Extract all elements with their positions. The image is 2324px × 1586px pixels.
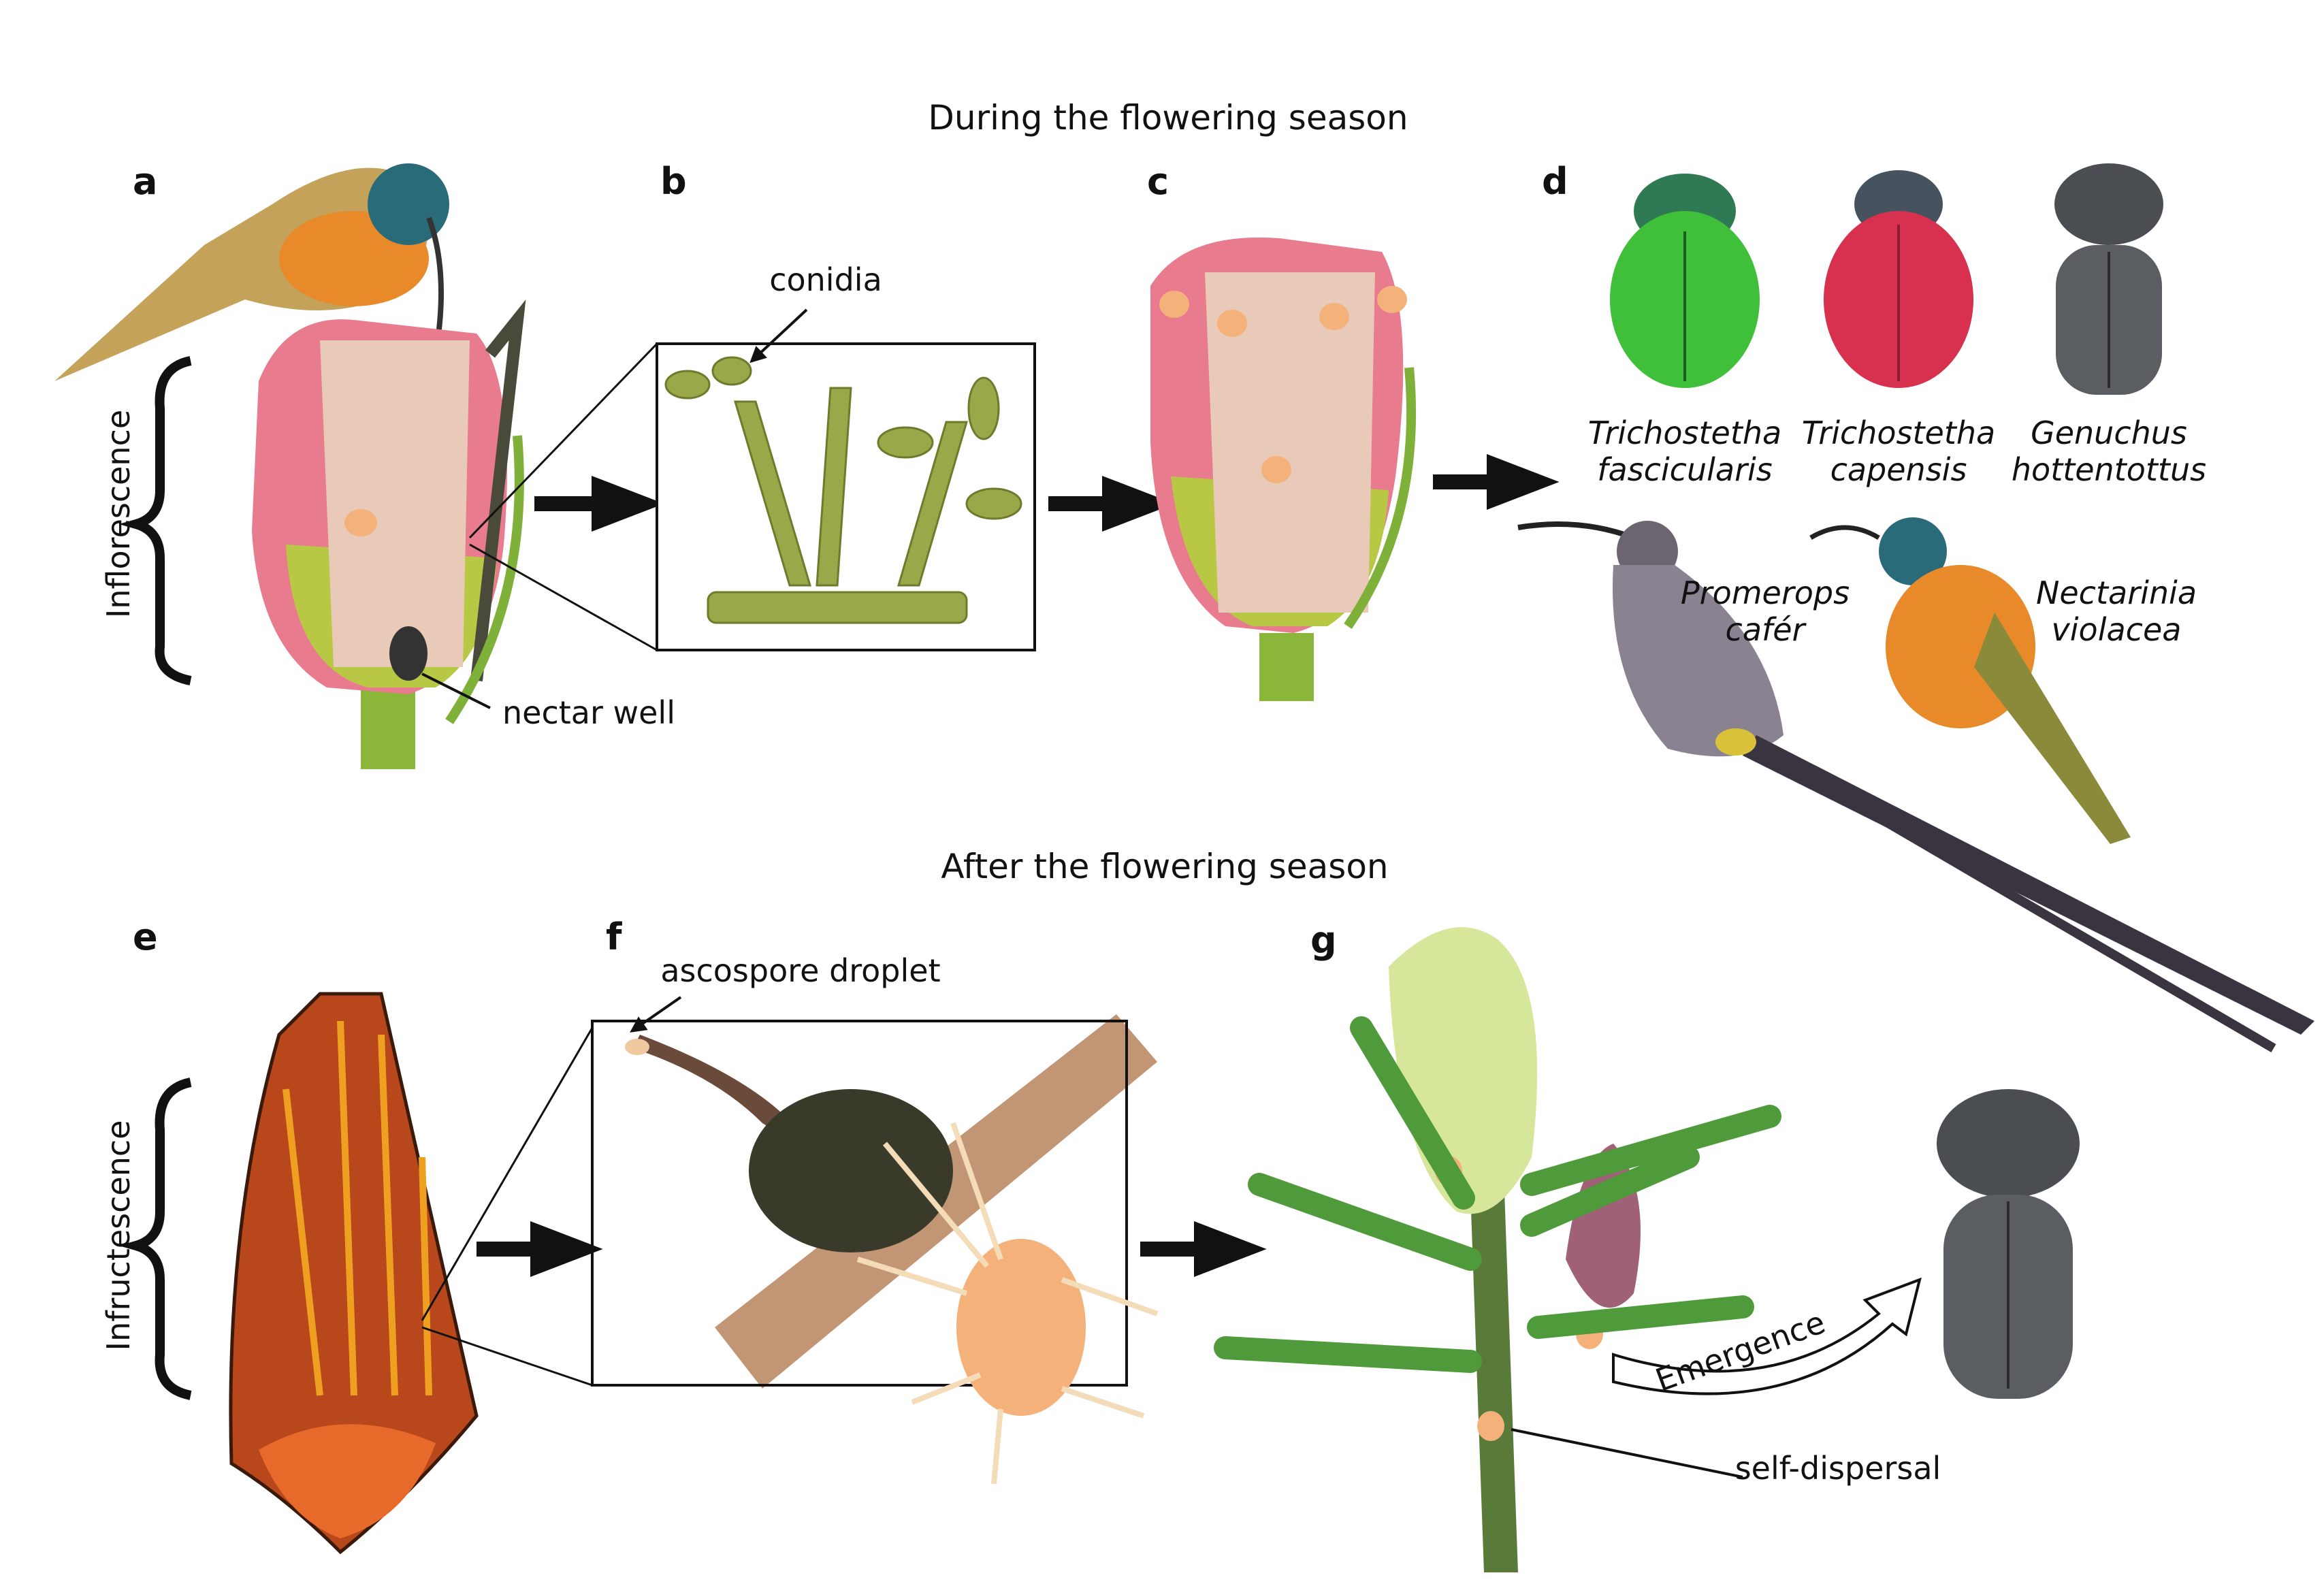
bracket-infructescence (118, 1078, 192, 1400)
arrow-a-b (534, 475, 664, 532)
self-dispersal-label: self-dispersal (1735, 1450, 1941, 1487)
panel-label-e: e (133, 916, 158, 958)
species-name-5-epithet: violacea (2052, 611, 2182, 648)
beetle-genuchus-emerged (1937, 1089, 2080, 1399)
species-name-4-epithet: cafér (1726, 611, 1807, 648)
species-name-1-genus: Trichostetha (1588, 415, 1782, 451)
species-name-2-epithet: capensis (1830, 451, 1967, 488)
panel-label-b: b (660, 160, 687, 203)
beetle-trichostetha-capensis (1824, 170, 1973, 388)
arrow-f-g (1140, 1220, 1267, 1278)
species-name-5-genus: Nectarinia (2036, 574, 2197, 611)
beetle-trichostetha-fascicularis (1610, 174, 1760, 388)
nectar-well-label: nectar well (502, 694, 675, 731)
emergence-arrow (1612, 1277, 1922, 1395)
nectar-well-shape (389, 626, 427, 681)
species-name-4-genus: Promerops (1681, 574, 1850, 611)
conidia-label: conidia (769, 261, 882, 298)
mite-icon (344, 509, 377, 536)
infructescence-illustration (229, 992, 479, 1555)
panel-label-a: a (133, 160, 157, 203)
beetle-genuchus-hottentottus (2054, 163, 2163, 395)
panel-label-d: d (1542, 160, 1568, 203)
ascospore-droplet-shape (625, 1039, 649, 1055)
bird-nectarinia-violacea (1809, 517, 2131, 844)
title-during-flowering: During the flowering season (928, 98, 1408, 137)
title-after-flowering: After the flowering season (941, 847, 1388, 886)
species-name-3-epithet: hottentottus (2012, 451, 2206, 488)
mite-illustration (956, 1239, 1086, 1416)
panel-label-f: f (606, 916, 622, 958)
species-name-2-genus: Trichostetha (1802, 415, 1996, 451)
arrow-e-f (477, 1220, 603, 1278)
ascospore-droplet-label: ascospore droplet (660, 952, 940, 989)
ascospore-inset-box (591, 1020, 1128, 1387)
inflorescence-label: Inflorescence (100, 410, 137, 618)
protea-flower-c (1150, 237, 1417, 701)
ascospore-inset (591, 1014, 1159, 1485)
arrow-b-c (1048, 475, 1175, 532)
panel-label-c: c (1147, 160, 1169, 203)
species-name-1-epithet: fascicularis (1597, 451, 1773, 488)
fungal-hyphae-illustration (664, 356, 1022, 624)
panel-label-g: g (1310, 919, 1337, 962)
bird-promerops-cafer (1517, 521, 2314, 1053)
infructescence-label: Infructescence (100, 1120, 137, 1351)
bracket-inflorescence (118, 356, 192, 685)
arrow-c-d (1433, 453, 1560, 511)
protea-flower-a (252, 300, 526, 769)
protea-plant-illustration (1214, 927, 1781, 1572)
species-name-3-genus: Genuchus (2031, 415, 2187, 451)
